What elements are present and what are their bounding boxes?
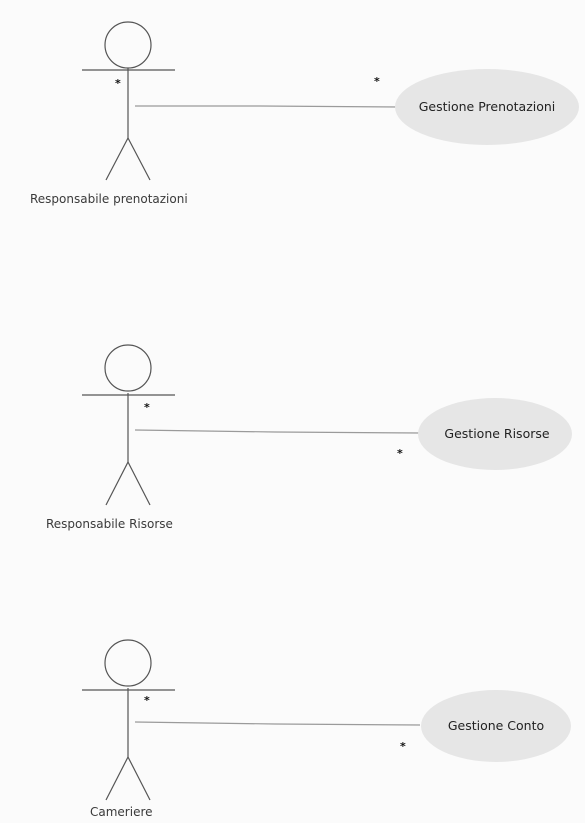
usecase-multiplicity: * [400,740,406,753]
actor-head [104,639,152,687]
usecase-multiplicity: * [374,75,380,88]
association-line[interactable] [134,429,421,434]
actor-left-leg [105,461,129,506]
actor-right-leg [127,461,151,506]
usecase-ellipse [395,69,579,145]
actor-label: Cameriere [90,805,153,819]
actor-head [104,344,152,392]
actor-multiplicity: * [115,77,121,90]
actor-label: Responsabile Risorse [46,517,173,531]
actor-responsabile-prenotazioni[interactable]: Responsabile prenotazioni [30,21,188,206]
association-line[interactable] [135,105,401,108]
association-line[interactable] [134,721,421,726]
actor-right-leg [127,137,151,181]
actor-label: Responsabile prenotazioni [30,192,188,206]
usecase-gestione-risorse[interactable]: Gestione Risorse [418,398,572,470]
actor-right-leg [127,756,151,801]
actor-multiplicity: * [144,401,150,414]
actor-cameriere[interactable]: Cameriere [82,639,175,819]
usecase-label: Gestione Risorse [444,426,549,441]
usecase-ellipse [418,398,572,470]
usecase-gestione-conto[interactable]: Gestione Conto [421,690,571,762]
usecase-ellipse [421,690,571,762]
usecase-multiplicity: * [397,447,403,460]
actor-multiplicity: * [144,694,150,707]
actor-head [104,21,152,69]
actor-left-leg [105,756,129,801]
usecase-label: Gestione Prenotazioni [419,99,556,114]
usecase-gestione-prenotazioni[interactable]: Gestione Prenotazioni [395,69,579,145]
usecase-label: Gestione Conto [448,718,544,733]
actor-left-leg [105,137,129,181]
actor-responsabile-risorse[interactable]: Responsabile Risorse [46,344,175,531]
